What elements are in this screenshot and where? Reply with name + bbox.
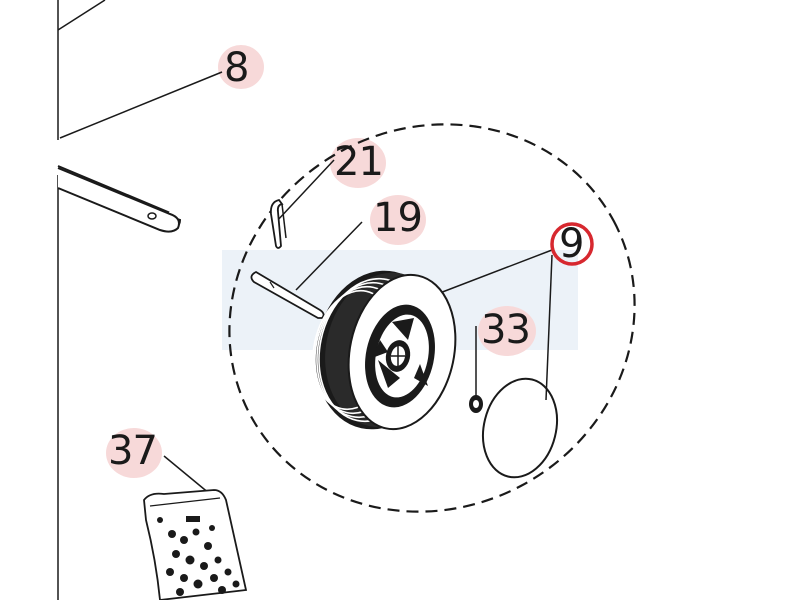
frame-line: [57, 0, 106, 31]
leader-line-9b: [545, 254, 553, 401]
axle-rod: [57, 165, 182, 233]
assembly-boundary: [228, 123, 636, 513]
leader-line-9a: [431, 249, 553, 297]
axle-pin: [250, 270, 325, 319]
leader-line-19: [295, 221, 363, 291]
hardware-bag: [143, 489, 248, 600]
callout-33: 33: [481, 307, 531, 353]
callout-19: 19: [373, 195, 423, 241]
callout-bubble-33: [478, 306, 536, 356]
hubcap-ring: [482, 377, 558, 479]
callout-21: 21: [334, 139, 384, 185]
leader-line-37: [163, 455, 211, 495]
leader-line-8: [59, 71, 223, 139]
callout-8: 8: [224, 45, 249, 91]
callout-9[interactable]: 9: [559, 221, 584, 267]
callout-bubble-21: [330, 138, 386, 188]
cotter-pin: [270, 198, 287, 249]
callout-37: 37: [108, 428, 158, 474]
callout-bubble-37: [106, 428, 162, 478]
washer: [469, 395, 483, 413]
highlight-ring-9: [550, 222, 594, 266]
callout-bubble-8: [218, 45, 264, 89]
leader-line-21: [275, 159, 335, 223]
wheel: [312, 270, 457, 431]
callout-bubble-19: [370, 195, 426, 245]
